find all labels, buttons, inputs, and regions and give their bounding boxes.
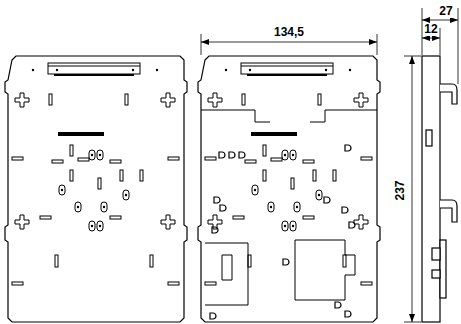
dimension-label: 27: [438, 5, 453, 18]
dimension-label: 237: [394, 179, 407, 201]
dimension-label: 134,5: [273, 26, 305, 39]
dimension-label: 12: [423, 23, 438, 36]
